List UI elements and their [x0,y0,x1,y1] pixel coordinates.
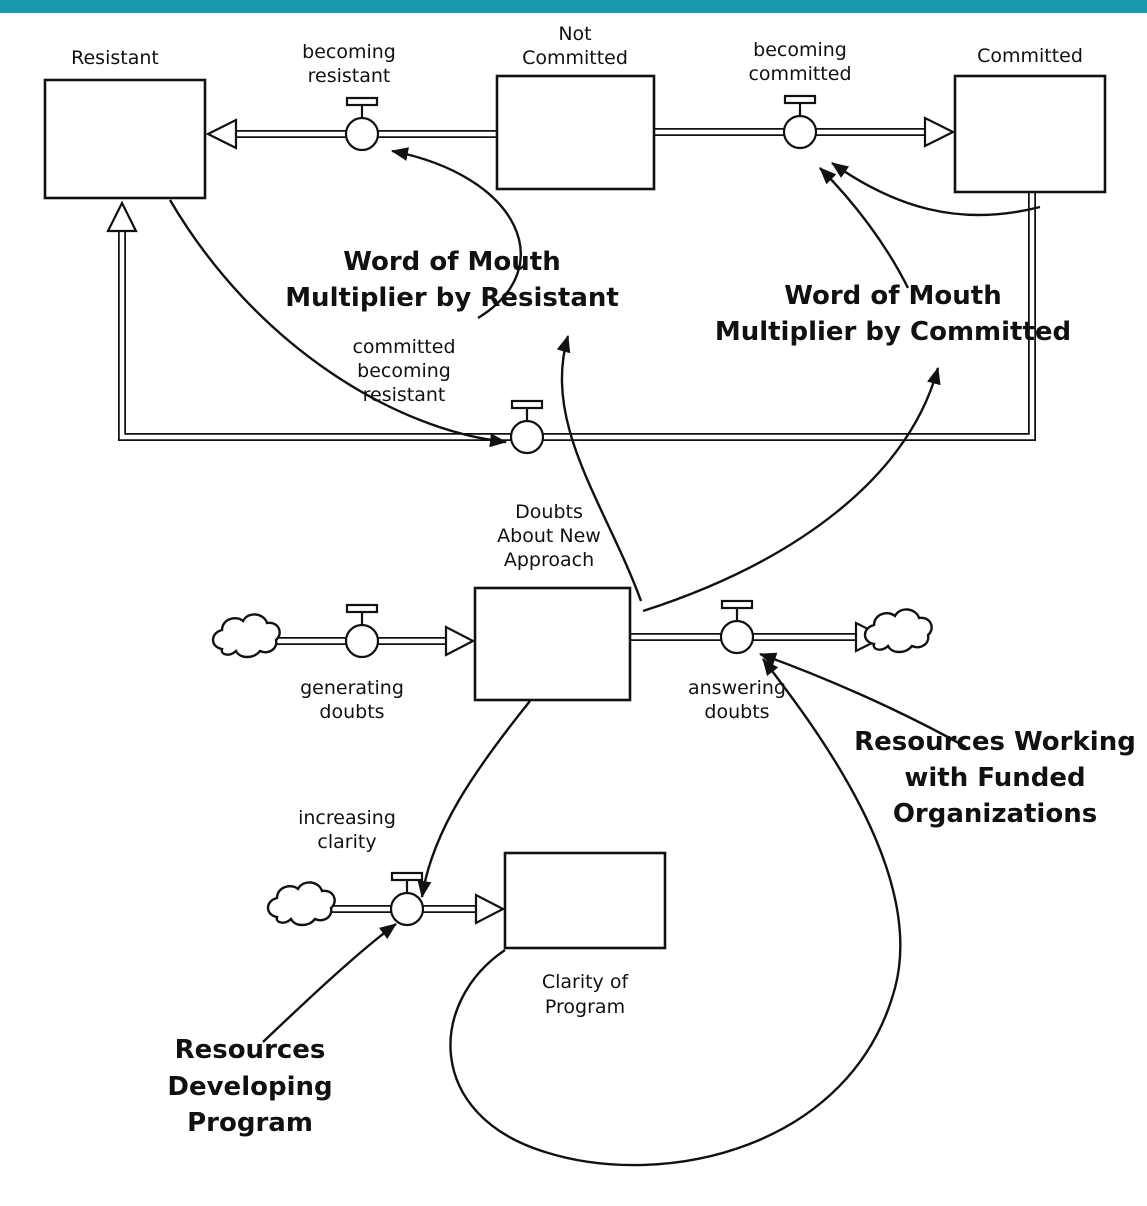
arrow-resistant-to-committed-becoming-resistant [168,199,507,448]
variable-resources-developing-line2[interactable]: Developing [167,1072,332,1102]
valve-becoming-resistant[interactable] [344,96,380,152]
flow-increasing-clarity-label-line1[interactable]: increasing [298,807,396,829]
arrow-committed-to-becoming-committed [831,162,1041,217]
flow-becoming-resistant-label-line2[interactable]: resistant [308,65,391,87]
variable-resources-working-line2[interactable]: with Funded [904,763,1085,793]
valve-becoming-committed[interactable] [782,94,818,150]
variable-resources-developing-line1[interactable]: Resources [175,1035,326,1065]
arrow-resources-developing-to-increasing-clarity [262,923,397,1043]
variable-wom-resistant-line2[interactable]: Multiplier by Resistant [285,283,619,313]
stock-clarity-label-line1[interactable]: Clarity of [542,971,630,993]
flow-committed-becoming-resistant-label-line3[interactable]: resistant [363,384,446,406]
flow-increasing-clarity-label-line2[interactable]: clarity [317,831,376,853]
variable-wom-committed-line1[interactable]: Word of Mouth [784,281,1002,311]
flow-arrowhead-into-clarity [474,893,506,925]
arrow-wom-resistant-to-becoming-resistant [391,147,522,320]
flow-committed-becoming-resistant-label-line2[interactable]: becoming [357,360,451,382]
arrow-wom-committed-to-becoming-committed [819,167,910,289]
valve-generating-doubts[interactable] [344,603,380,659]
stock-committed[interactable] [953,74,1107,194]
flow-arrowhead-into-resistant-bottom [106,200,138,233]
cloud-sink-answering-doubts[interactable] [863,608,933,654]
variable-wom-resistant-line1[interactable]: Word of Mouth [343,247,561,277]
stock-doubts-label-line3[interactable]: Approach [504,549,594,571]
variable-wom-committed-line2[interactable]: Multiplier by Committed [715,317,1071,347]
arrow-clarity-to-answering-doubts [449,658,902,1167]
stock-not-committed[interactable] [495,74,656,191]
flow-pipe-committed-becoming-resistant[interactable] [118,192,1036,441]
flow-arrowhead-into-doubts [444,625,476,657]
flow-answering-doubts-label-line2[interactable]: doubts [704,701,769,723]
valve-committed-becoming-resistant[interactable] [509,399,545,455]
arrow-doubts-to-increasing-clarity [417,700,531,898]
flow-answering-doubts-label-line1[interactable]: answering [688,677,786,699]
variable-resources-working-line1[interactable]: Resources Working [854,727,1136,757]
valve-answering-doubts[interactable] [719,599,755,655]
cloud-source-increasing-clarity[interactable] [266,881,336,927]
arrow-doubts-to-wom-resistant [556,335,643,602]
variable-resources-developing-line3[interactable]: Program [187,1108,313,1138]
cloud-source-generating-doubts[interactable] [211,613,281,659]
stock-resistant[interactable] [43,78,207,200]
stock-doubts-label-line1[interactable]: Doubts [515,501,583,523]
stock-committed-label[interactable]: Committed [977,45,1083,67]
flow-becoming-committed-label-line1[interactable]: becoming [753,39,847,61]
flow-becoming-committed-label-line2[interactable]: committed [748,63,851,85]
flow-committed-becoming-resistant-label-line1[interactable]: committed [352,336,455,358]
stock-doubts-label-line2[interactable]: About New [497,525,601,547]
arrow-resources-working-to-answering-doubts [759,652,967,749]
flow-arrowhead-into-committed [923,116,956,148]
valve-increasing-clarity[interactable] [389,871,425,927]
stock-clarity-of-program[interactable] [503,851,667,950]
flow-generating-doubts-label-line1[interactable]: generating [300,677,404,699]
stock-not-committed-label-line2[interactable]: Committed [522,47,628,69]
stock-doubts-about-new-approach[interactable] [473,586,632,702]
flow-generating-doubts-label-line2[interactable]: doubts [319,701,384,723]
flow-arrowhead-into-resistant [205,118,238,150]
arrow-doubts-to-wom-committed [642,367,941,613]
stock-resistant-label[interactable]: Resistant [71,47,159,69]
flow-becoming-resistant-label-line1[interactable]: becoming [302,41,396,63]
header-bar [0,0,1147,13]
variable-resources-working-line3[interactable]: Organizations [893,799,1097,829]
stock-not-committed-label-line1[interactable]: Not [558,23,591,45]
stock-clarity-label-line2[interactable]: Program [545,996,625,1018]
